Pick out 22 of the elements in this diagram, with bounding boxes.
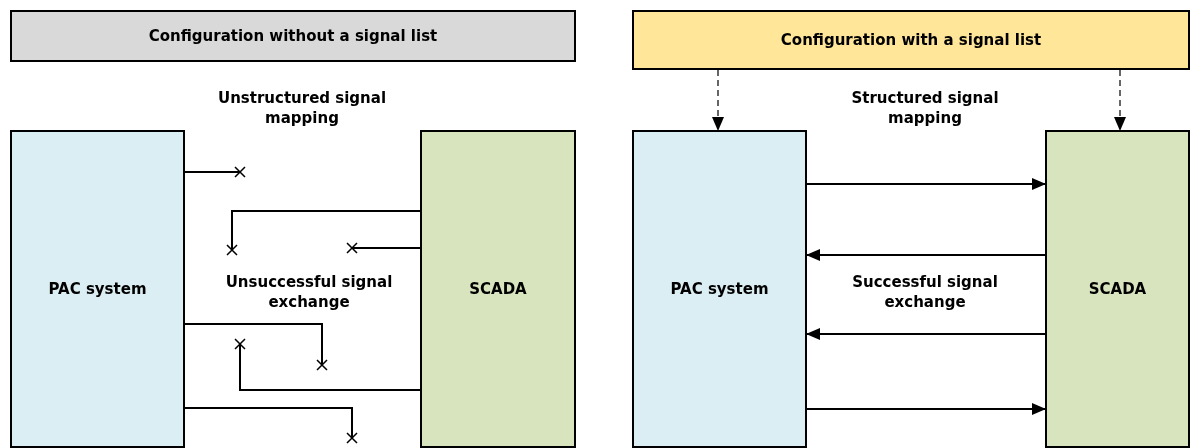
arrow [712, 69, 724, 131]
broken-connector [346, 242, 421, 254]
broken-connector [184, 323, 328, 371]
broken-connector [184, 407, 358, 444]
system-box: PAC system [632, 130, 807, 448]
annotation-text: Unsuccessful signal exchange [224, 272, 394, 312]
annotation-text: Structured signal mapping [850, 88, 1000, 128]
title-banner: Configuration without a signal list [10, 10, 576, 62]
arrow [1114, 69, 1126, 131]
arrow [806, 328, 1046, 340]
arrow [806, 178, 1046, 190]
broken-connector [234, 338, 421, 391]
broken-connector [184, 166, 246, 178]
arrow [806, 403, 1046, 415]
title-banner: Configuration with a signal list [632, 10, 1190, 70]
annotation-text: Unstructured signal mapping [216, 88, 388, 128]
arrow [806, 249, 1046, 261]
annotation-text: Successful signal exchange [851, 272, 999, 312]
system-box: SCADA [1045, 130, 1190, 448]
system-box: SCADA [420, 130, 576, 448]
broken-connector [226, 210, 421, 256]
system-box: PAC system [10, 130, 185, 448]
